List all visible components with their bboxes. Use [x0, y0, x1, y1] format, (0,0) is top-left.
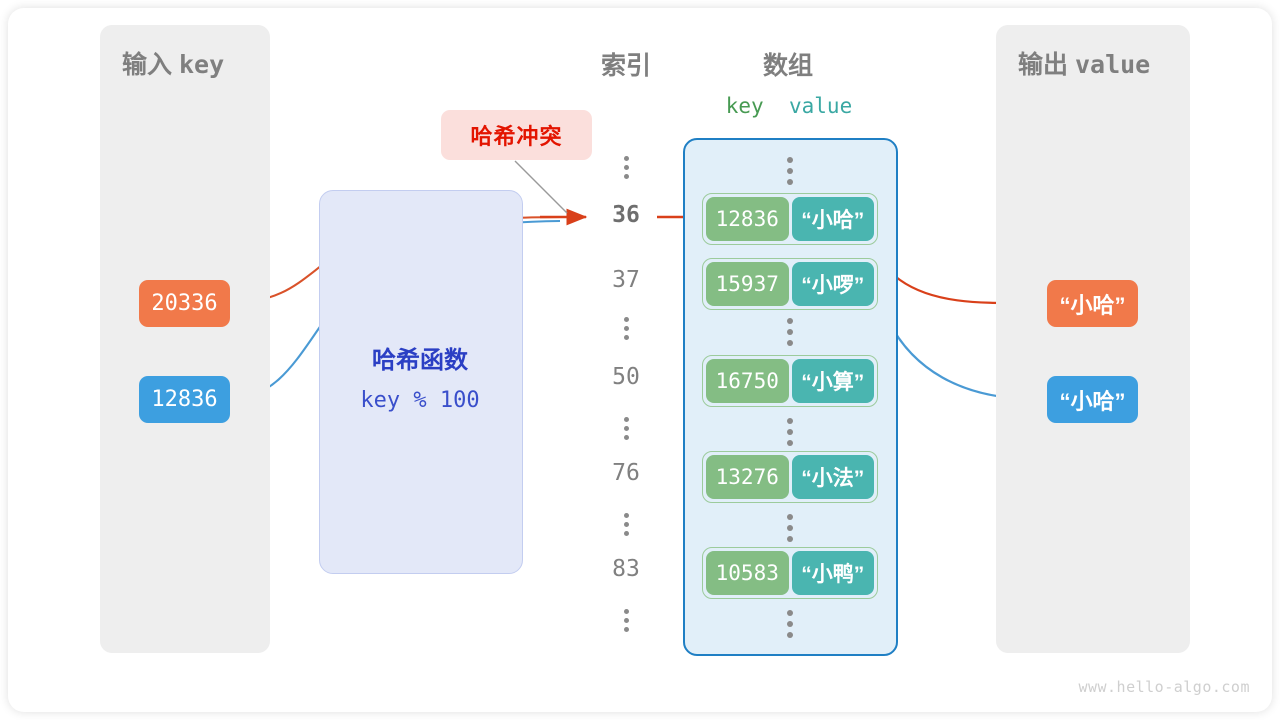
hash-function-name: 哈希函数 [372, 347, 468, 374]
array-container: 12836“小哈”15937“小啰”16750“小算”13276“小法”1058… [683, 138, 898, 656]
vertical-ellipsis [576, 417, 676, 440]
vertical-ellipsis [702, 157, 878, 185]
input-panel-title: 输入 key [122, 45, 224, 81]
vertical-ellipsis [576, 317, 676, 340]
index-label-76[interactable]: 76 [612, 460, 640, 486]
index-label-37[interactable]: 37 [612, 267, 640, 293]
output-panel [996, 25, 1190, 653]
array-slot[interactable]: 15937“小啰” [702, 258, 878, 310]
input-panel [100, 25, 270, 653]
vertical-ellipsis [702, 418, 878, 446]
slot-value: “小鸭” [791, 551, 874, 595]
kv-header-gap [764, 94, 789, 118]
slot-key: 13276 [706, 455, 789, 499]
vertical-ellipsis [702, 318, 878, 346]
index-label-50[interactable]: 50 [612, 364, 640, 390]
output-value-2[interactable]: “小哈” [1047, 376, 1138, 423]
slot-key: 16750 [706, 359, 789, 403]
array-slot[interactable]: 12836“小哈” [702, 193, 878, 245]
key-value-header: key value [688, 94, 890, 118]
slot-value: “小啰” [791, 262, 874, 306]
hash-function-box[interactable] [319, 190, 523, 574]
slot-key: 12836 [706, 197, 789, 241]
slot-value: “小法” [791, 455, 874, 499]
index-label-36[interactable]: 36 [612, 202, 640, 228]
key-header-label: key [725, 94, 764, 118]
slot-value: “小哈” [791, 197, 874, 241]
index-column-header: 索引 [600, 52, 651, 80]
hash-function-expression: key % 100 [360, 388, 480, 413]
vertical-ellipsis [576, 609, 676, 632]
vertical-ellipsis [702, 514, 878, 542]
index-column: 36 37 50 76 83 [576, 138, 676, 648]
input-key-1[interactable]: 20336 [139, 280, 230, 327]
array-slot[interactable]: 13276“小法” [702, 451, 878, 503]
array-slot[interactable]: 16750“小算” [702, 355, 878, 407]
index-label-83[interactable]: 83 [612, 556, 640, 582]
output-panel-title-cn: 输出 [1018, 51, 1069, 79]
array-slot[interactable]: 10583“小鸭” [702, 547, 878, 599]
slot-value: “小算” [791, 359, 874, 403]
slot-key: 10583 [706, 551, 789, 595]
watermark: www.hello-algo.com [1078, 678, 1250, 696]
array-column-header: 数组 [762, 52, 813, 80]
input-key-2[interactable]: 12836 [139, 376, 230, 423]
vertical-ellipsis [576, 513, 676, 536]
output-panel-title: 输出 value [1018, 45, 1150, 81]
slot-key: 15937 [706, 262, 789, 306]
input-panel-title-mono: key [178, 50, 225, 79]
vertical-ellipsis [702, 610, 878, 638]
hash-collision-callout: 哈希冲突 [441, 110, 592, 160]
value-header-label: value [789, 94, 853, 118]
output-panel-title-mono: value [1074, 50, 1151, 79]
output-value-1[interactable]: “小哈” [1047, 280, 1138, 327]
vertical-ellipsis [576, 156, 676, 179]
input-panel-title-cn: 输入 [122, 51, 173, 79]
